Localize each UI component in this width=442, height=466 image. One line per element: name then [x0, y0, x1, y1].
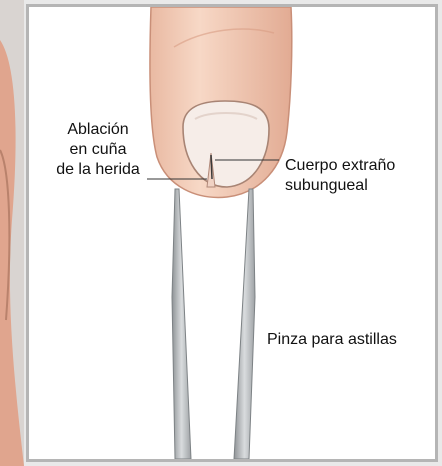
splinter-tweezers — [172, 189, 255, 459]
wedge-excision-label-line-2: en cuña — [33, 140, 163, 160]
wedge-excision-label: Ablación en cuña de la herida — [33, 120, 163, 180]
subungual-foreign-body — [211, 155, 212, 179]
wedge-excision-label-line-1: Ablación — [33, 120, 163, 140]
adjacent-figure-edge — [0, 0, 24, 466]
foreign-body-label: Cuerpo extraño subungueal — [285, 156, 395, 196]
foreign-body-label-line-1: Cuerpo extraño — [285, 156, 395, 176]
wedge-excision-label-line-3: de la herida — [33, 160, 163, 180]
foreign-body-label-line-2: subungueal — [285, 176, 395, 196]
figure-panel: Ablación en cuña de la herida Cuerpo ext… — [26, 4, 438, 462]
adjacent-figure-fragment — [0, 0, 24, 466]
fingertip-diagram — [29, 7, 435, 459]
tweezers-label: Pinza para astillas — [267, 330, 397, 350]
